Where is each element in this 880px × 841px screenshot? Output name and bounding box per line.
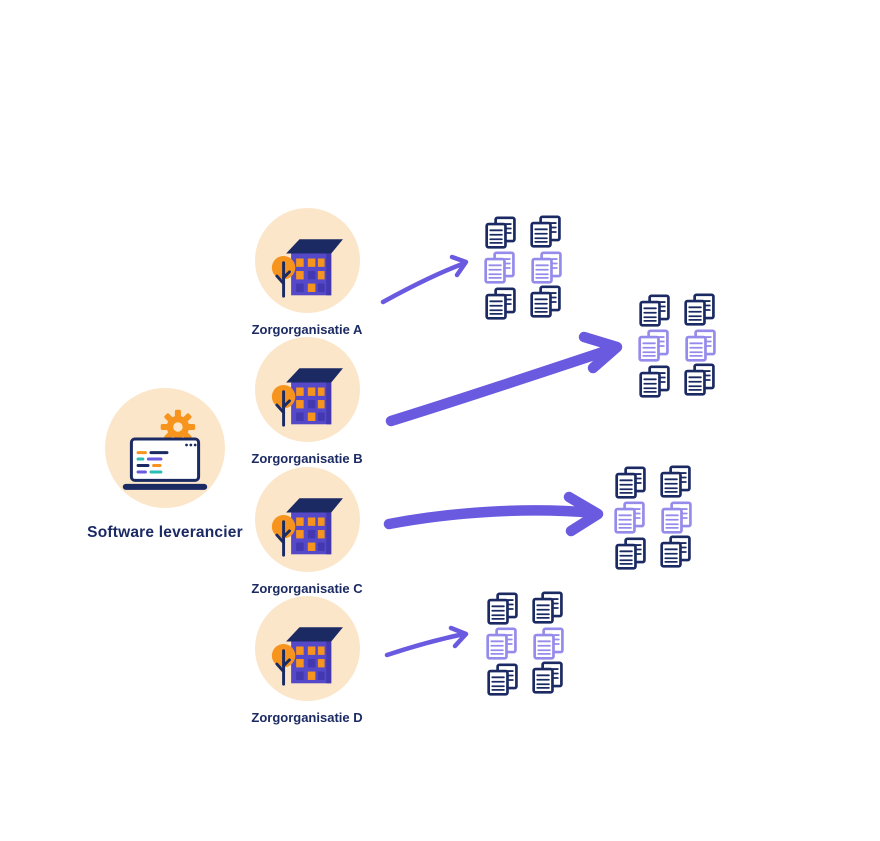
document-icon xyxy=(659,535,693,569)
document-icon xyxy=(683,293,717,327)
document-icon xyxy=(614,537,648,571)
building-icon xyxy=(261,474,353,566)
laptop-gear-icon xyxy=(109,401,221,496)
document-cluster-a xyxy=(484,216,561,320)
org-node-b: Zorgorganisatie B xyxy=(227,337,387,466)
document-icon xyxy=(484,216,518,250)
building-icon xyxy=(261,215,353,307)
arrow-org-d-to-documents xyxy=(384,625,469,658)
document-icon xyxy=(486,592,520,626)
arrow-org-a-to-documents xyxy=(380,254,469,305)
supplier-icon-circle xyxy=(105,388,225,508)
document-icon xyxy=(530,251,564,285)
org-a-label: Zorgorganisatie A xyxy=(251,322,363,337)
document-icon xyxy=(638,294,672,328)
org-b-label: Zorgorganisatie B xyxy=(251,451,363,466)
document-icon xyxy=(483,251,517,285)
building-icon xyxy=(261,603,353,695)
supplier-label: Software leverancier xyxy=(87,524,243,541)
document-icon xyxy=(531,591,565,625)
document-icon xyxy=(614,466,648,500)
document-icon xyxy=(637,329,671,363)
org-node-a: Zorgorganisatie A xyxy=(227,208,387,337)
document-icon xyxy=(659,465,693,499)
document-icon xyxy=(660,501,694,535)
document-icon xyxy=(684,329,718,363)
document-icon xyxy=(532,627,566,661)
document-icon xyxy=(529,215,563,249)
org-c-label: Zorgorganisatie C xyxy=(251,581,363,596)
document-icon xyxy=(484,287,518,321)
org-node-c: Zorgorganisatie C xyxy=(227,467,387,596)
arrow-org-c-to-documents xyxy=(383,491,604,537)
document-icon xyxy=(683,363,717,397)
document-cluster-d xyxy=(486,592,563,696)
document-cluster-b xyxy=(638,294,715,398)
document-icon xyxy=(485,627,519,661)
document-icon xyxy=(486,663,520,697)
org-b-icon-circle xyxy=(254,337,360,442)
org-c-icon-circle xyxy=(254,467,360,572)
org-d-label: Zorgorganisatie D xyxy=(251,710,363,725)
document-icon xyxy=(531,661,565,695)
org-a-icon-circle xyxy=(254,208,360,313)
document-icon xyxy=(638,365,672,399)
building-icon xyxy=(261,344,353,436)
arrow-org-b-to-documents xyxy=(385,331,623,427)
org-d-icon-circle xyxy=(254,596,360,701)
supplier-node: Software leverancier xyxy=(85,388,245,542)
org-node-d: Zorgorganisatie D xyxy=(227,596,387,725)
document-icon xyxy=(613,501,647,535)
document-icon xyxy=(529,285,563,319)
document-cluster-c xyxy=(614,466,691,570)
